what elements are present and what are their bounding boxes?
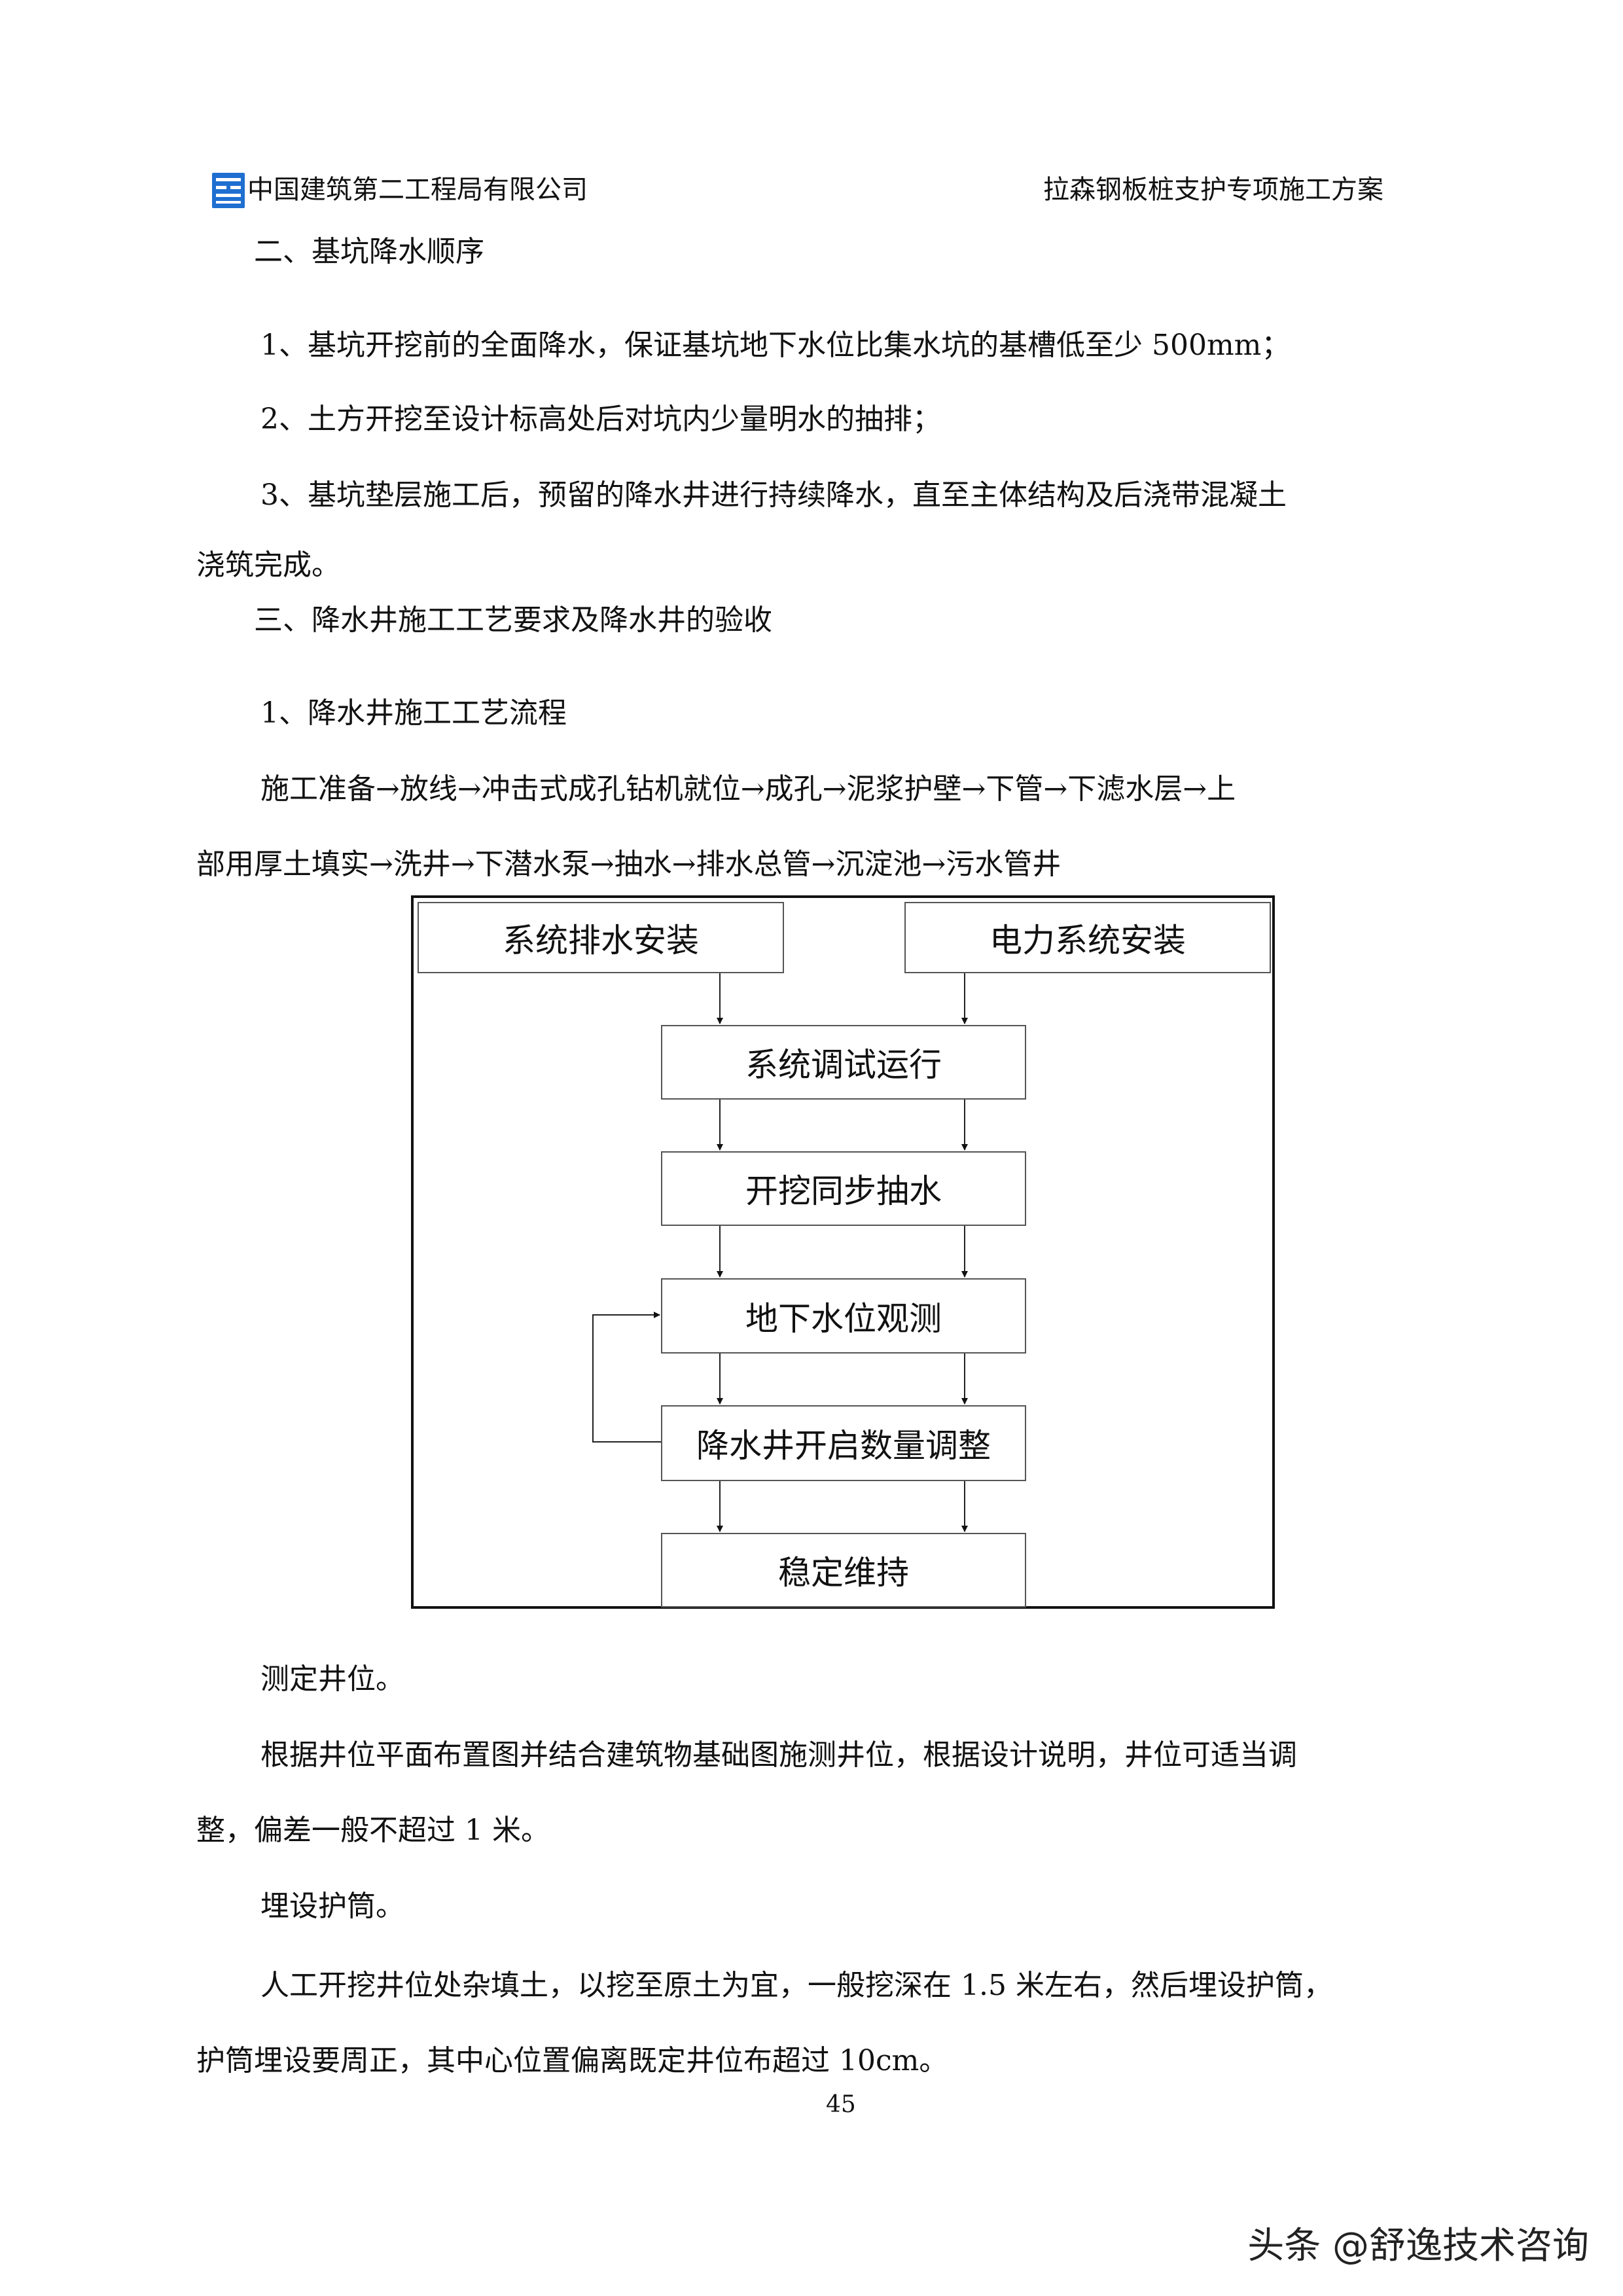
flow-box-power-system-install: 电力系统安装 xyxy=(904,902,1271,973)
watermark-text: 头条 @舒逸技术咨询 xyxy=(1247,2225,1589,2267)
flow-box-water-level-observation: 地下水位观测 xyxy=(661,1278,1026,1354)
paragraph-item-3-line1: 3、基坑垫层施工后，预留的降水井进行持续降水，直至主体结构及后浇带混凝土 xyxy=(260,478,1287,512)
paragraph-title-casing-burial: 埋设护筒。 xyxy=(260,1890,404,1923)
page-number: 45 xyxy=(826,2091,856,2118)
flow-box-system-drainage-install: 系统排水安装 xyxy=(418,902,784,973)
paragraph-item-1: 1、基坑开挖前的全面降水，保证基坑地下水位比集水坑的基槽低至少 500mm； xyxy=(260,329,1291,362)
process-flow-line1: 施工准备→放线→冲击式成孔钻机就位→成孔→泥浆护壁→下管→下滤水层→上 xyxy=(260,772,1236,806)
paragraph-casing-line2: 护筒埋设要周正，其中心位置偏离既定井位布超过 10cm。 xyxy=(196,2044,948,2077)
paragraph-survey-line2: 整，偏差一般不超过 1 米。 xyxy=(196,1814,550,1847)
process-flow-line2: 部用厚土填实→洗井→下潜水泵→抽水→排水总管→沉淀池→污水管井 xyxy=(196,848,1061,881)
header-company-name: 中国建筑第二工程局有限公司 xyxy=(247,175,588,205)
flow-box-adjust-well-count: 降水井开启数量调整 xyxy=(661,1405,1026,1481)
flowchart-frame xyxy=(411,895,1275,1609)
company-logo-icon xyxy=(212,173,245,208)
section-heading-well-construction: 三、降水井施工工艺要求及降水井的验收 xyxy=(254,603,772,637)
section-heading-dewatering-order: 二、基坑降水顺序 xyxy=(254,235,484,268)
feedback-loop-arrow xyxy=(592,1312,661,1443)
header-document-title: 拉森钢板桩支护专项施工方案 xyxy=(1043,175,1383,205)
paragraph-survey-line1: 根据井位平面布置图并结合建筑物基础图施测井位，根据设计说明，井位可适当调 xyxy=(260,1738,1297,1772)
flow-box-system-test-run: 系统调试运行 xyxy=(661,1025,1026,1100)
flow-box-excavate-pumping: 开挖同步抽水 xyxy=(661,1151,1026,1226)
paragraph-casing-line1: 人工开挖井位处杂填土，以挖至原土为宜，一般挖深在 1.5 米左右，然后埋设护筒， xyxy=(260,1969,1332,2002)
subheading-process-flow: 1、降水井施工工艺流程 xyxy=(260,696,567,730)
paragraph-item-3-line2: 浇筑完成。 xyxy=(196,548,340,582)
paragraph-item-2: 2、土方开挖至设计标高处后对坑内少量明水的抽排； xyxy=(260,403,941,436)
flow-box-stable-maintain: 稳定维持 xyxy=(661,1533,1026,1607)
paragraph-title-survey-well-position: 测定井位。 xyxy=(260,1662,404,1696)
